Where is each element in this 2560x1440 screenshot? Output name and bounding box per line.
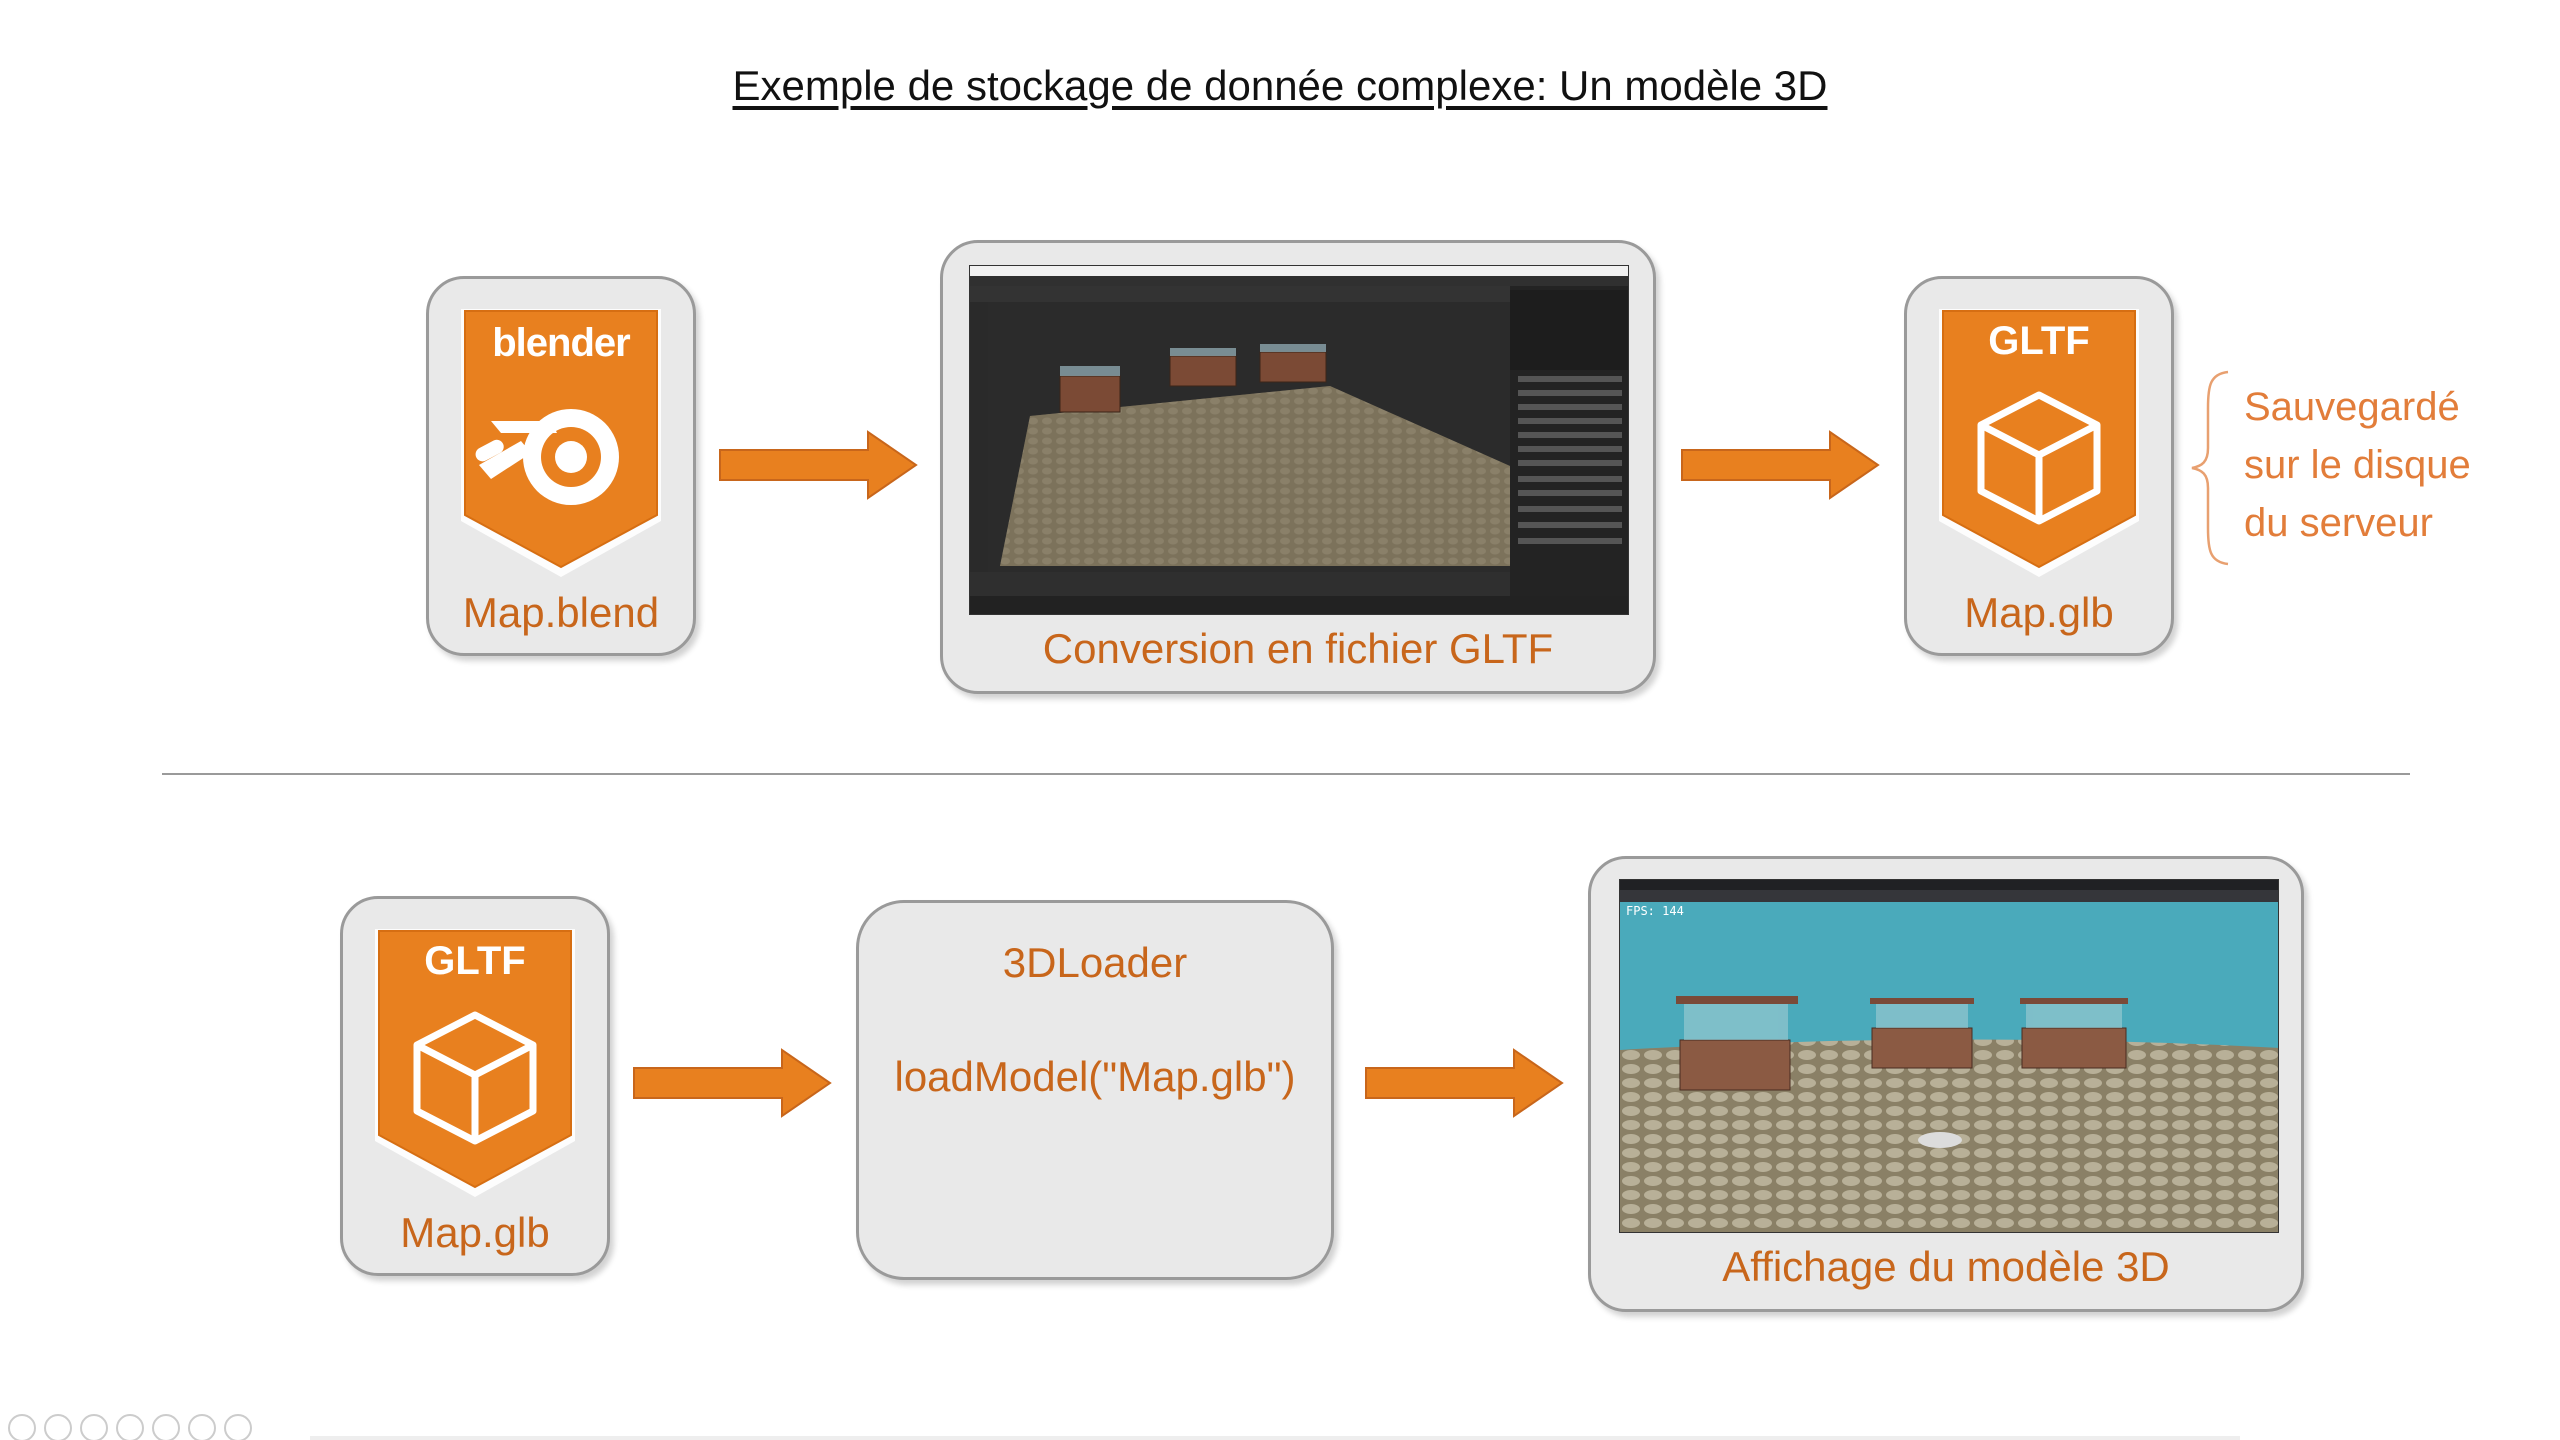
storage-note-line-2: sur le disque [2244,443,2471,487]
storage-note-line-3: du serveur [2244,501,2433,545]
section-divider [162,773,2410,775]
gltf-logo-badge [367,921,583,1201]
pen-icon[interactable] [80,1414,108,1440]
subtitles-icon[interactable] [188,1414,216,1440]
more-options-icon[interactable] [224,1414,252,1440]
gltf-logo-text: GLTF [424,939,526,983]
next-slide-icon[interactable] [44,1414,72,1440]
gltf-file-label-top: Map.glb [1964,589,2114,636]
slides-icon[interactable] [116,1414,144,1440]
zoom-icon[interactable] [152,1414,180,1440]
loader-box: 3DLoader loadModel("Map.glb") [856,900,1334,1280]
arrow-right-icon [1681,430,1880,500]
curly-brace-icon [2191,370,2229,566]
slide-controls [8,1414,252,1440]
loader-code: loadModel("Map.glb") [894,1053,1296,1100]
arrow-right-icon [719,430,918,500]
loader-title: 3DLoader [1002,939,1188,986]
conversion-box: Conversion en fichier GLTF [940,240,1656,694]
blender-file-box: blender Map.blend [426,276,696,656]
storage-note-line-1: Sauvegardé [2244,385,2460,429]
arrow-right-icon [633,1048,832,1118]
gltf-logo-text: GLTF [1988,319,2090,363]
display-box: FPS: 144 Affichage du modèle 3D [1588,856,2304,1312]
storage-note: Sauvegardé sur le disque du serveur [2244,378,2544,552]
fps-counter: FPS: 144 [1626,904,1684,918]
gltf-file-label-bottom: Map.glb [400,1209,550,1256]
conversion-label: Conversion en fichier GLTF [1042,625,1554,672]
blender-logo-badge [453,301,669,581]
blender-editor-screenshot [969,265,1629,615]
arrow-right-icon [1365,1048,1564,1118]
gltf-file-box-bottom: GLTF Map.glb [340,896,610,1276]
rendered-scene-screenshot: FPS: 144 [1619,879,2279,1233]
blender-logo-text: blender [492,321,630,365]
gltf-logo-badge [1931,301,2147,581]
gltf-file-box-top: GLTF Map.glb [1904,276,2174,656]
blender-file-label: Map.blend [462,589,660,636]
display-label: Affichage du modèle 3D [1722,1243,2170,1290]
diagram-title: Exemple de stockage de donnée complexe: … [732,62,1828,109]
bottom-scrollbar[interactable] [310,1436,2240,1440]
previous-slide-icon[interactable] [8,1414,36,1440]
